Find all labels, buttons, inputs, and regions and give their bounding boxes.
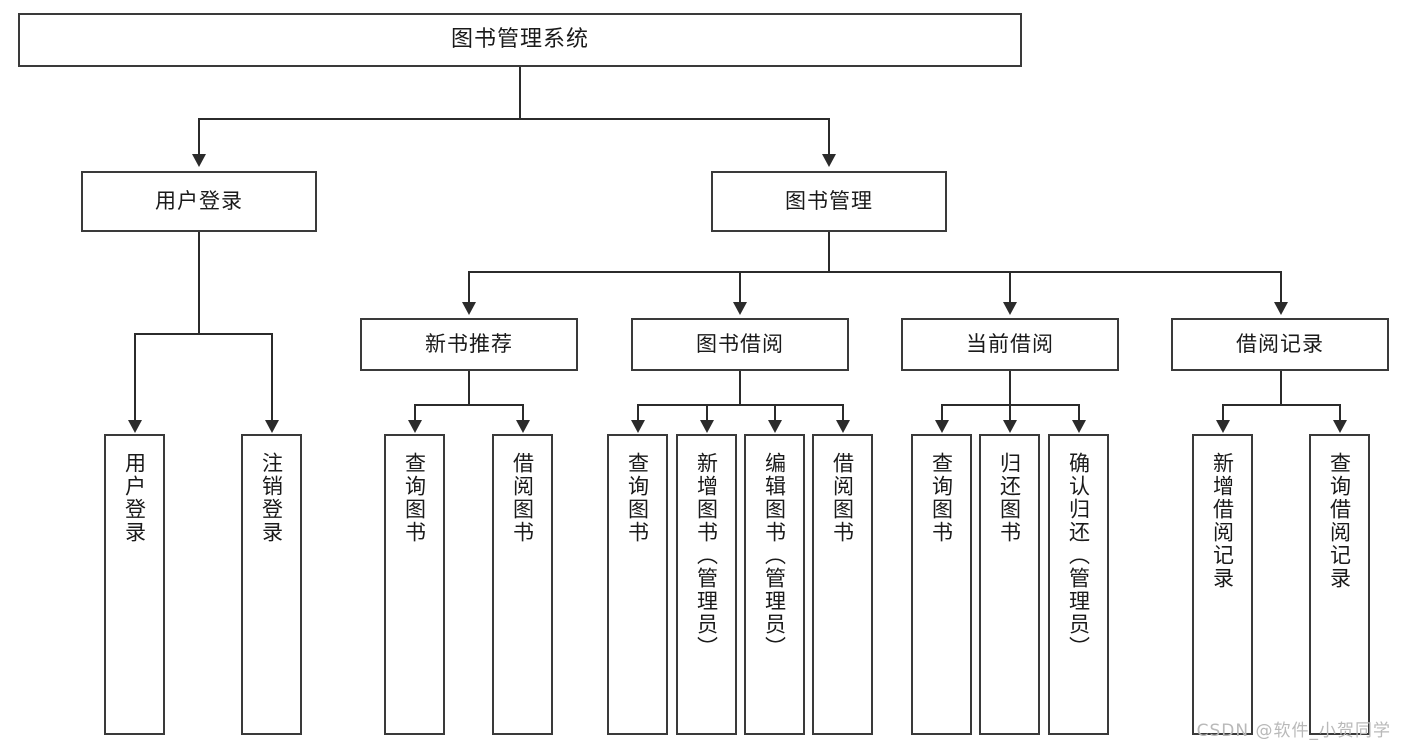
node-label: 借阅记录 xyxy=(1236,332,1324,357)
connector-borrow-bus xyxy=(637,404,843,406)
connector-current-stem xyxy=(1009,371,1011,405)
connector-record-stem xyxy=(1280,371,1282,405)
arrowhead-leaf-query-record xyxy=(1333,420,1347,433)
arrowhead-leaf-query-book-1 xyxy=(408,420,422,433)
arrowhead-leaf-edit-book xyxy=(768,420,782,433)
connector-borrow-leaf3 xyxy=(774,404,776,422)
leaf-add-book[interactable]: 新增图书（管理员） xyxy=(676,434,737,735)
connector-recommend-leaf1 xyxy=(414,404,416,422)
connector-bm-to-borrow xyxy=(739,271,741,304)
leaf-user-login[interactable]: 用户登录 xyxy=(104,434,165,735)
connector-current-leaf3 xyxy=(1078,404,1080,422)
node-label: 查询图书 xyxy=(929,452,954,544)
connector-user-login-leaf2 xyxy=(271,333,273,422)
leaf-borrow-book-recommend[interactable]: 借阅图书 xyxy=(492,434,553,735)
connector-record-leaf1 xyxy=(1222,404,1224,422)
leaf-query-book-current[interactable]: 查询图书 xyxy=(911,434,972,735)
node-label: 新书推荐 xyxy=(425,332,513,357)
arrowhead-leaf-user-login xyxy=(128,420,142,433)
node-book-manage[interactable]: 图书管理 xyxy=(711,171,947,232)
node-label: 用户登录 xyxy=(122,452,147,544)
connector-root-to-book-manage xyxy=(828,118,830,156)
arrowhead-leaf-query-book-3 xyxy=(935,420,949,433)
connector-book-manage-stem xyxy=(828,232,830,272)
connector-current-leaf1 xyxy=(941,404,943,422)
leaf-query-borrow-record[interactable]: 查询借阅记录 xyxy=(1309,434,1370,735)
arrowhead-leaf-user-logout xyxy=(265,420,279,433)
connector-record-leaf2 xyxy=(1339,404,1341,422)
node-label: 新增借阅记录 xyxy=(1210,452,1235,590)
arrowhead-leaf-confirm-return xyxy=(1072,420,1086,433)
leaf-user-logout[interactable]: 注销登录 xyxy=(241,434,302,735)
connector-recommend-leaf2 xyxy=(522,404,524,422)
arrowhead-book-borrow xyxy=(733,302,747,315)
node-label: 图书管理系统 xyxy=(450,27,589,53)
arrowhead-leaf-return-book xyxy=(1003,420,1017,433)
arrowhead-leaf-borrow-book-2 xyxy=(836,420,850,433)
leaf-confirm-return[interactable]: 确认归还（管理员） xyxy=(1048,434,1109,735)
connector-user-login-bus xyxy=(134,333,272,335)
connector-recommend-stem xyxy=(468,371,470,405)
node-user-login[interactable]: 用户登录 xyxy=(81,171,317,232)
node-root-system[interactable]: 图书管理系统 xyxy=(18,13,1022,67)
connector-user-login-stem xyxy=(198,232,200,334)
node-label: 归还图书 xyxy=(997,452,1022,544)
connector-current-leaf2 xyxy=(1009,404,1011,422)
connector-bm-to-recommend xyxy=(468,271,470,304)
leaf-return-book[interactable]: 归还图书 xyxy=(979,434,1040,735)
arrowhead-borrow-record xyxy=(1274,302,1288,315)
csdn-watermark: CSDN @软件_小贺同学 xyxy=(1196,721,1391,741)
node-label: 注销登录 xyxy=(259,452,284,544)
node-label: 新增图书（管理员） xyxy=(694,452,719,659)
connector-bm-to-current xyxy=(1009,271,1011,304)
connector-record-bus xyxy=(1222,404,1340,406)
connector-root-bus xyxy=(198,118,830,120)
node-label: 用户登录 xyxy=(155,189,243,214)
node-label: 确认归还（管理员） xyxy=(1066,452,1091,659)
leaf-add-borrow-record[interactable]: 新增借阅记录 xyxy=(1192,434,1253,735)
node-label: 借阅图书 xyxy=(830,452,855,544)
arrowhead-leaf-query-book-2 xyxy=(631,420,645,433)
arrowhead-leaf-add-book xyxy=(700,420,714,433)
connector-root-stem xyxy=(519,67,521,119)
leaf-edit-book[interactable]: 编辑图书（管理员） xyxy=(744,434,805,735)
arrowhead-leaf-add-record xyxy=(1216,420,1230,433)
node-book-borrow[interactable]: 图书借阅 xyxy=(631,318,849,371)
node-label: 编辑图书（管理员） xyxy=(762,452,787,659)
node-borrow-record[interactable]: 借阅记录 xyxy=(1171,318,1389,371)
connector-bm-to-record xyxy=(1280,271,1282,304)
node-label: 图书借阅 xyxy=(696,332,784,357)
node-label: 查询图书 xyxy=(402,452,427,544)
connector-borrow-leaf1 xyxy=(637,404,639,422)
arrowhead-leaf-borrow-book-1 xyxy=(516,420,530,433)
leaf-query-book-recommend[interactable]: 查询图书 xyxy=(384,434,445,735)
connector-borrow-stem xyxy=(739,371,741,405)
node-label: 图书管理 xyxy=(785,189,873,214)
leaf-query-book-borrow[interactable]: 查询图书 xyxy=(607,434,668,735)
connector-recommend-bus xyxy=(414,404,523,406)
connector-book-manage-bus xyxy=(468,271,1281,273)
connector-borrow-leaf2 xyxy=(706,404,708,422)
arrowhead-book-manage xyxy=(822,154,836,167)
connector-root-to-user-login xyxy=(198,118,200,156)
node-label: 借阅图书 xyxy=(510,452,535,544)
arrowhead-user-login xyxy=(192,154,206,167)
connector-user-login-leaf1 xyxy=(134,333,136,422)
node-label: 查询借阅记录 xyxy=(1327,452,1352,590)
arrowhead-current-borrow xyxy=(1003,302,1017,315)
node-new-book-recommend[interactable]: 新书推荐 xyxy=(360,318,578,371)
node-label: 查询图书 xyxy=(625,452,650,544)
leaf-borrow-book[interactable]: 借阅图书 xyxy=(812,434,873,735)
node-current-borrow[interactable]: 当前借阅 xyxy=(901,318,1119,371)
connector-borrow-leaf4 xyxy=(842,404,844,422)
node-label: 当前借阅 xyxy=(966,332,1054,357)
arrowhead-new-book-recommend xyxy=(462,302,476,315)
